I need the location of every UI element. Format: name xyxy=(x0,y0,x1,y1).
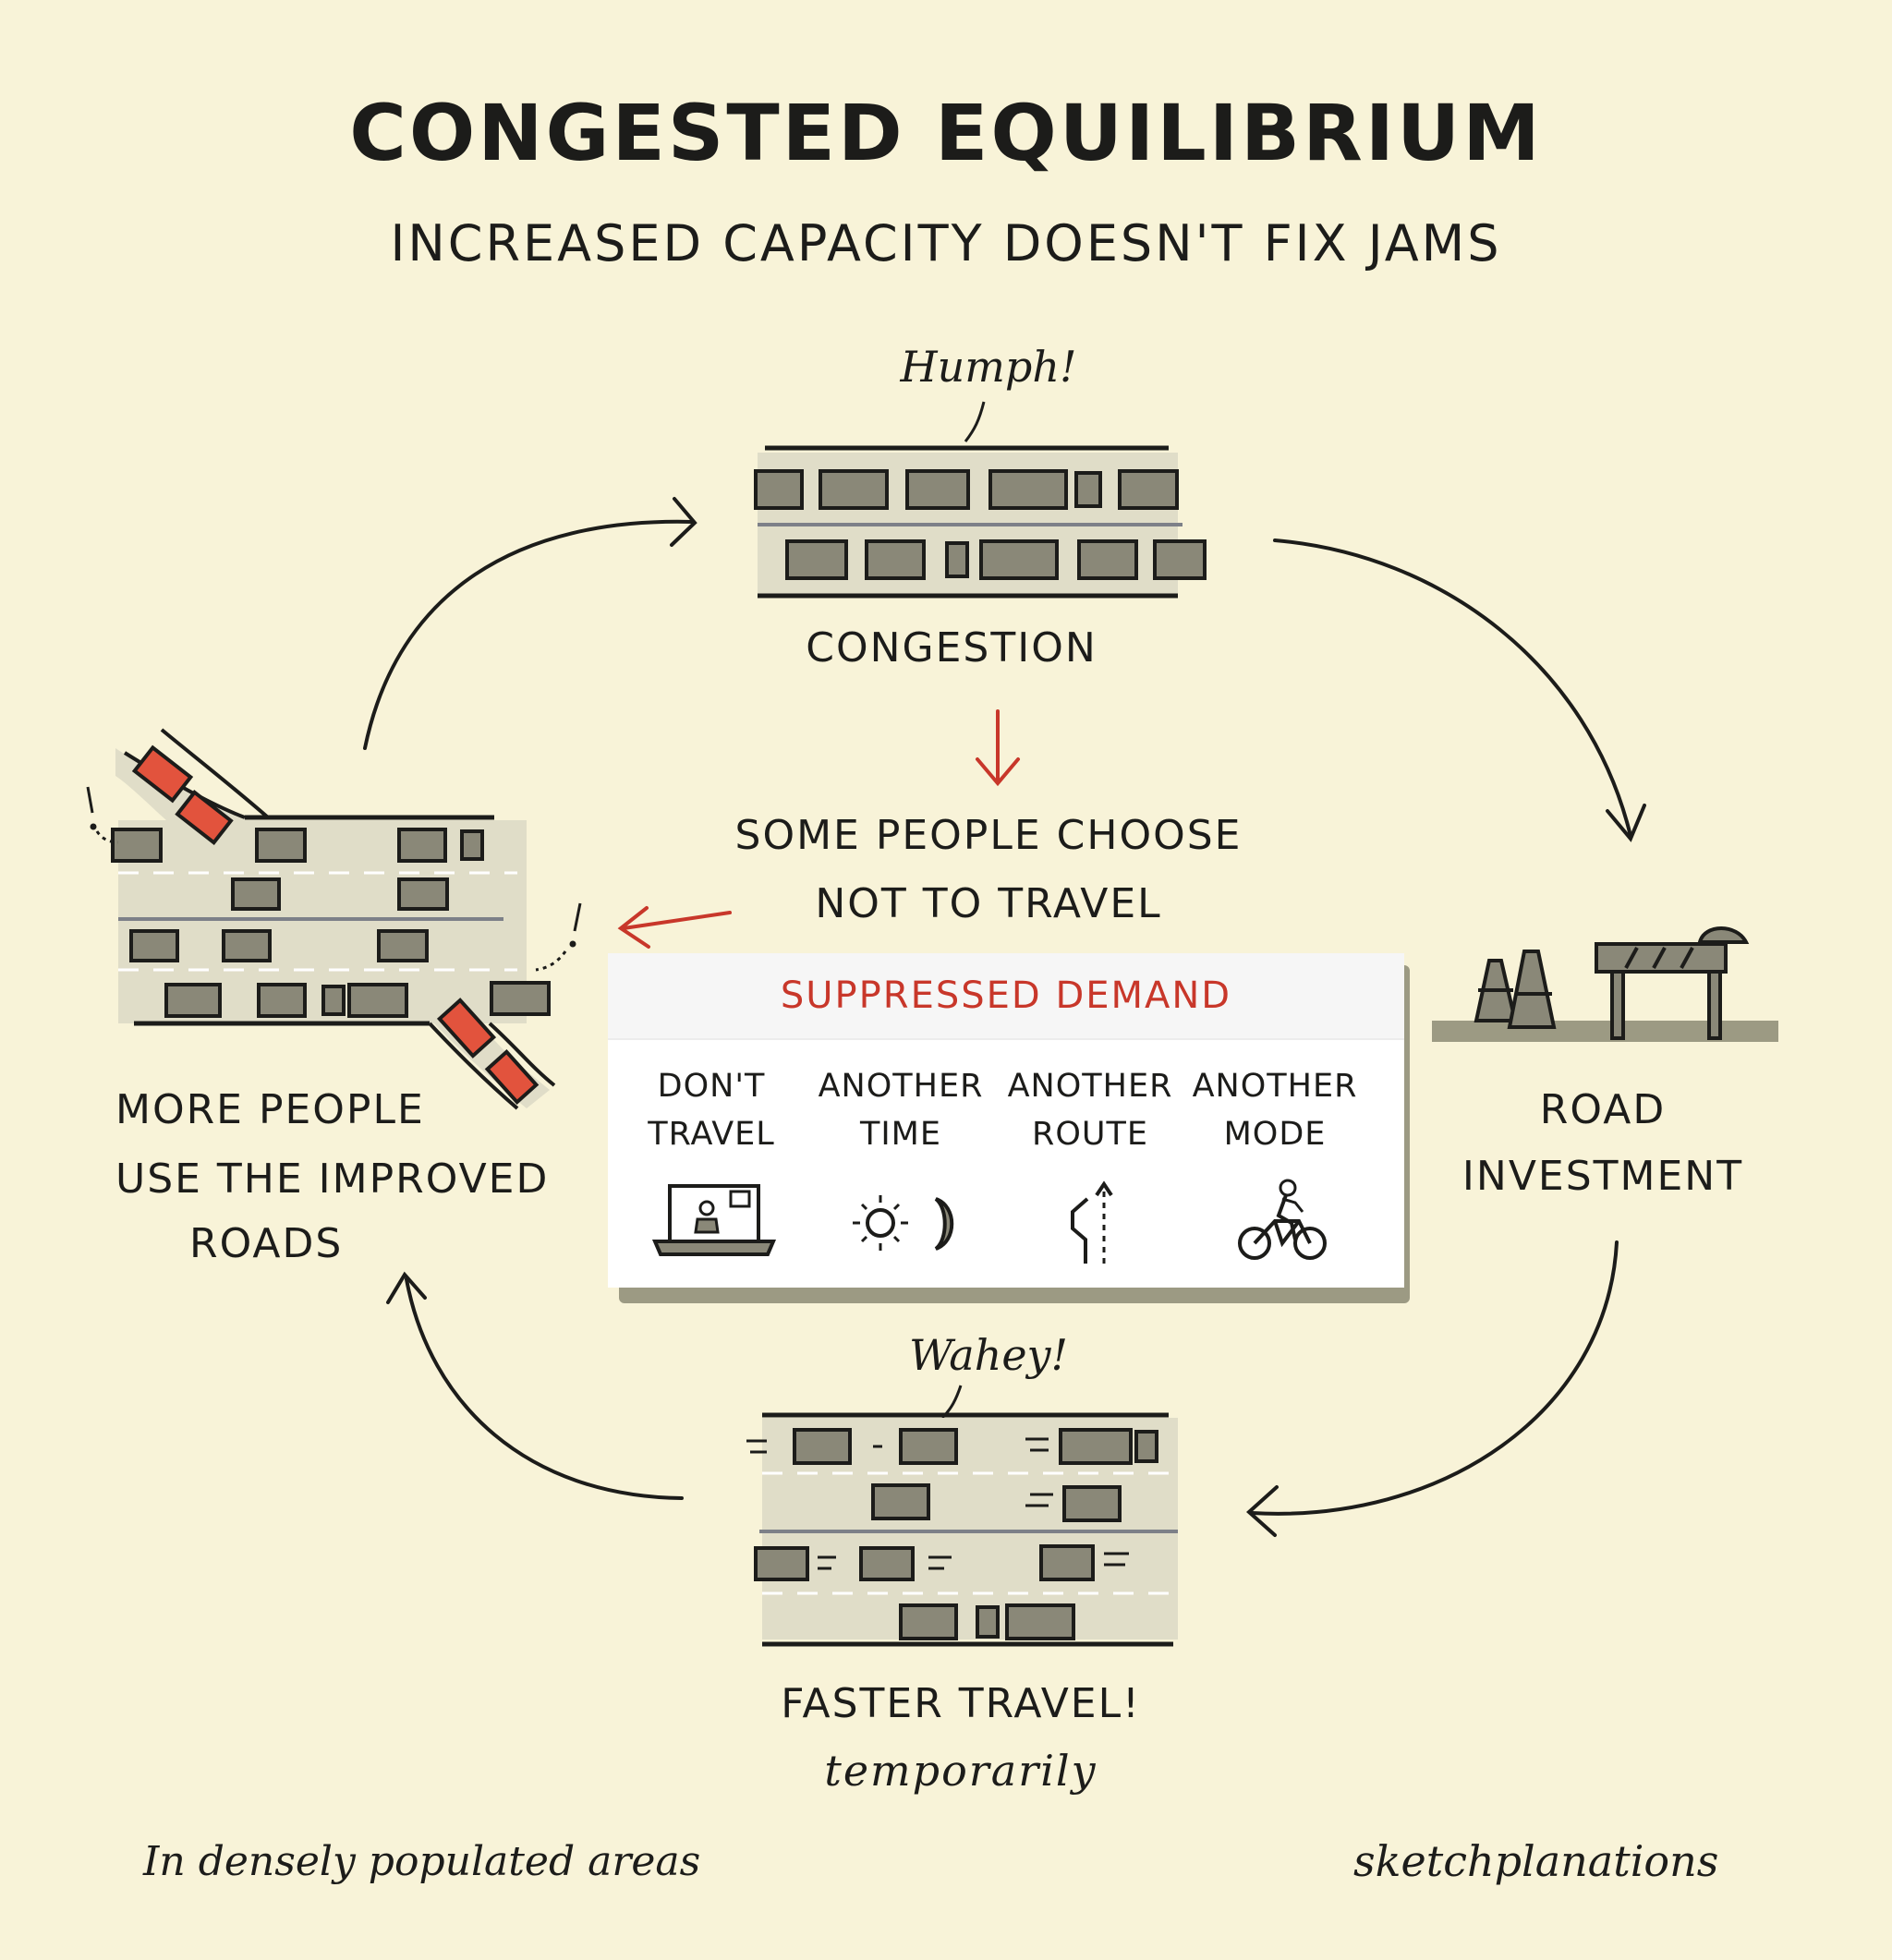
option-another-time: ANOTHER TIME xyxy=(808,1062,993,1158)
cycle-arrows xyxy=(363,497,1646,1537)
option-dont-travel: DON'T TRAVEL xyxy=(619,1062,804,1158)
arrow-faster-to-more-people xyxy=(405,1277,684,1500)
option-line-2: MODE xyxy=(1223,1116,1327,1153)
faster-travel-exclaim: Wahey! xyxy=(908,1330,1069,1380)
sun-moon-icon xyxy=(853,1195,954,1251)
road-investment-line-2: INVESTMENT xyxy=(1461,1153,1744,1200)
choose-line-2: NOT TO TRAVEL xyxy=(815,880,1162,927)
congestion-label: CONGESTION xyxy=(806,624,1098,671)
arrow-congestion-to-investment xyxy=(1273,538,1632,838)
arrow-investment-to-faster xyxy=(1250,1240,1619,1516)
congestion-exclaim: Humph! xyxy=(900,342,1077,392)
footer-note: In densely populated areas xyxy=(143,1838,701,1885)
red-arrow-left xyxy=(622,911,732,930)
option-line-1: ANOTHER xyxy=(1192,1068,1358,1105)
option-line-1: DON'T xyxy=(657,1068,766,1105)
option-line-2: TRAVEL xyxy=(648,1116,775,1153)
suppressed-demand-header: SUPPRESSED DEMAND xyxy=(608,953,1404,1040)
choose-line-1: SOME PEOPLE CHOOSE xyxy=(734,812,1243,859)
suppressed-demand-panel: SUPPRESSED DEMAND DON'T TRAVEL ANOTHER T… xyxy=(608,953,1404,1288)
arrowhead-investment xyxy=(1606,804,1646,842)
faster-travel-road xyxy=(746,1412,1178,1647)
arrowhead-more-people xyxy=(386,1271,427,1304)
bicycle-icon xyxy=(1238,1179,1327,1260)
laptop-video-call-icon xyxy=(651,1184,777,1256)
arrowhead-congestion xyxy=(670,497,697,547)
arrowhead-faster xyxy=(1246,1485,1279,1537)
option-line-2: TIME xyxy=(859,1116,941,1153)
option-line-1: ANOTHER xyxy=(1007,1068,1173,1105)
road-works xyxy=(1432,926,1778,1042)
more-people-line-2: USE THE IMPROVED xyxy=(115,1155,550,1203)
faster-travel-line-2: temporarily xyxy=(824,1746,1098,1796)
more-people-line-3: ROADS xyxy=(189,1220,344,1267)
option-line-1: ANOTHER xyxy=(818,1068,984,1105)
option-another-route: ANOTHER ROUTE xyxy=(998,1062,1182,1158)
arrow-more-people-to-congestion xyxy=(363,519,695,750)
diagram-title: CONGESTED EQUILIBRIUM xyxy=(349,88,1543,178)
more-people-line-1: MORE PEOPLE xyxy=(115,1086,425,1133)
red-arrows xyxy=(617,709,1020,949)
road-investment-line-1: ROAD xyxy=(1539,1086,1667,1133)
alternate-route-icon xyxy=(1071,1180,1113,1264)
congestion-road xyxy=(754,445,1207,599)
option-line-2: ROUTE xyxy=(1032,1116,1148,1153)
diagram-subtitle: INCREASED CAPACITY DOESN'T FIX JAMS xyxy=(390,214,1502,272)
brand-signature: sketchplanations xyxy=(1353,1836,1719,1886)
faster-travel-line-1: FASTER TRAVEL! xyxy=(781,1680,1141,1727)
more-people-road xyxy=(86,728,582,1110)
option-another-mode: ANOTHER MODE xyxy=(1182,1062,1367,1158)
